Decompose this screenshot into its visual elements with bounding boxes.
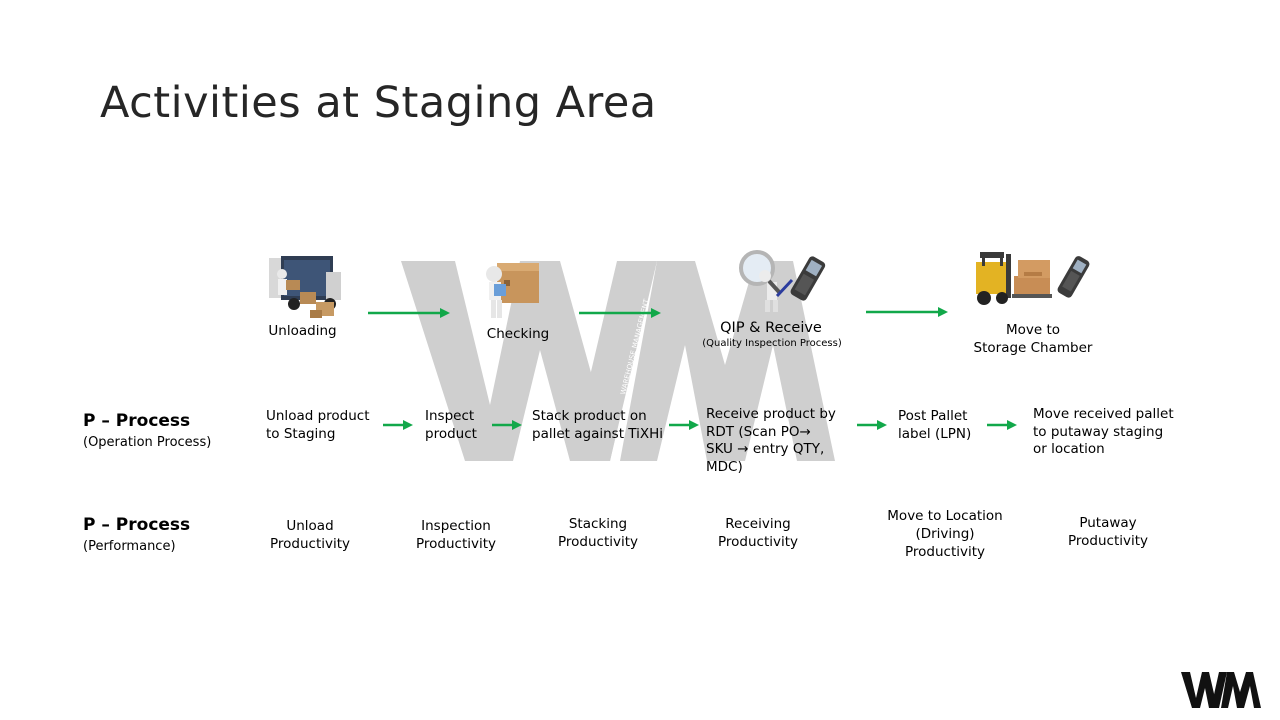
performance-item-stacking: Stacking Productivity <box>557 516 639 550</box>
operation-step-unload: Unload product to Staging <box>266 408 370 442</box>
stage-label-unloading: Unloading <box>268 323 337 339</box>
stage-label-move-storage: Move to Storage Chamber <box>973 322 1093 356</box>
arrow-right-icon <box>987 420 1017 430</box>
performance-item-move-location: Move to Location (Driving) Productivity <box>887 508 1003 560</box>
operation-step-post-label: Post Pallet label (LPN) <box>898 408 972 442</box>
box-checking-icon <box>486 263 539 318</box>
performance-row-subheading: (Performance) <box>83 539 176 554</box>
operation-step-receive: Receive product by RDT (Scan PO→ SKU → e… <box>706 406 836 475</box>
performance-item-inspection: Inspection Productivity <box>415 518 497 552</box>
arrow-right-icon <box>669 420 699 430</box>
arrow-right-icon <box>368 308 450 318</box>
operation-row-subheading: (Operation Process) <box>83 435 212 450</box>
performance-item-receiving: Receiving Productivity <box>717 516 799 550</box>
operation-row-heading: P – Process <box>83 411 191 431</box>
magnifier-scanner-icon <box>739 250 826 312</box>
wm-logo <box>1181 672 1261 708</box>
performance-item-putaway: Putaway Productivity <box>1067 515 1149 549</box>
performance-item-unload: Unload Productivity <box>269 518 351 552</box>
arrow-right-icon <box>383 420 413 430</box>
performance-row-heading: P – Process <box>83 515 191 535</box>
page-title: Activities at Staging Area <box>100 78 657 128</box>
arrow-right-icon <box>857 420 887 430</box>
operation-step-inspect: Inspect product <box>425 408 477 442</box>
wm-watermark: WAREHOUSE MANAGEMENT <box>401 261 835 461</box>
arrow-right-icon <box>579 308 661 318</box>
operation-step-stack: Stack product on pallet against TiXHi <box>532 408 664 442</box>
stage-sublabel-qip: (Quality Inspection Process) <box>702 338 842 349</box>
arrow-right-icon <box>492 420 522 430</box>
stage-label-qip-receive: QIP & Receive <box>720 320 822 336</box>
arrow-right-icon <box>866 307 948 317</box>
truck-unloading-icon <box>269 256 341 318</box>
forklift-scanner-icon <box>976 252 1090 305</box>
stage-label-checking: Checking <box>486 326 550 342</box>
operation-step-move-pallet: Move received pallet to putaway staging … <box>1033 406 1174 457</box>
